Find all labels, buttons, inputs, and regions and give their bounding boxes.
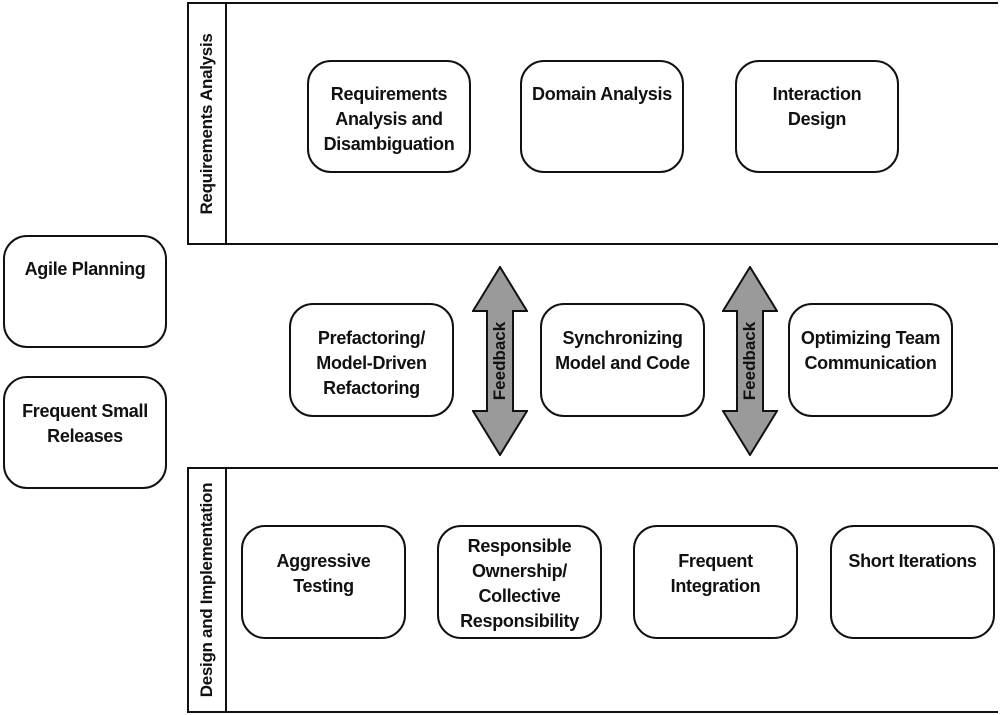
feedback-left-label: Feedback <box>490 321 509 401</box>
responsible-ownership-box: Responsible Ownership/ Collective Respon… <box>437 525 602 639</box>
agile-planning-text: Agile Planning <box>24 259 146 279</box>
synchronizing-box: Synchronizing Model and Code <box>540 303 705 417</box>
short-iterations-text: Short Iterations <box>848 551 977 571</box>
interaction-design-box: Interaction Design <box>735 60 899 173</box>
domain-analysis-text: Domain Analysis <box>532 84 672 104</box>
interaction-design-text: Interaction Design <box>772 84 862 129</box>
responsible-ownership-text: Responsible Ownership/ Collective Respon… <box>460 536 579 631</box>
feedback-arrow-right: Feedback <box>721 265 779 457</box>
synchronizing-text: Synchronizing Model and Code <box>555 328 690 373</box>
short-iterations-box: Short Iterations <box>830 525 995 639</box>
optimizing-team-communication-text: Optimizing Team Communication <box>800 328 941 373</box>
prefactoring-box: Prefactoring/ Model-Driven Refactoring <box>289 303 454 417</box>
double-arrow-icon <box>721 265 779 457</box>
double-arrow-shape <box>721 265 779 457</box>
double-arrow-shape <box>471 265 529 457</box>
feedback-arrow-left: Feedback <box>471 265 529 457</box>
frequent-integration-box: Frequent Integration <box>633 525 798 639</box>
requirements-analysis-label: Requirements Analysis <box>197 32 216 215</box>
frequent-small-releases-text: Frequent Small Releases <box>22 401 148 446</box>
requirements-analysis-disambiguation-text: Requirements Analysis and Disambiguation <box>323 84 455 154</box>
optimizing-team-communication-box: Optimizing Team Communication <box>788 303 953 417</box>
feedback-right-label: Feedback <box>740 321 759 401</box>
prefactoring-text: Prefactoring/ Model-Driven Refactoring <box>316 328 427 398</box>
frequent-small-releases-box: Frequent Small Releases <box>3 376 167 489</box>
aggressive-testing-text: Aggressive Testing <box>276 551 371 596</box>
requirements-analysis-side: Requirements Analysis <box>189 4 227 243</box>
frequent-integration-text: Frequent Integration <box>670 551 761 596</box>
double-arrow-icon <box>471 265 529 457</box>
domain-analysis-box: Domain Analysis <box>520 60 684 173</box>
agile-planning-box: Agile Planning <box>3 235 167 348</box>
aggressive-testing-box: Aggressive Testing <box>241 525 406 639</box>
design-implementation-label: Design and Implementation <box>197 482 216 698</box>
requirements-analysis-disambiguation-box: Requirements Analysis and Disambiguation <box>307 60 471 173</box>
design-implementation-side: Design and Implementation <box>189 469 227 711</box>
